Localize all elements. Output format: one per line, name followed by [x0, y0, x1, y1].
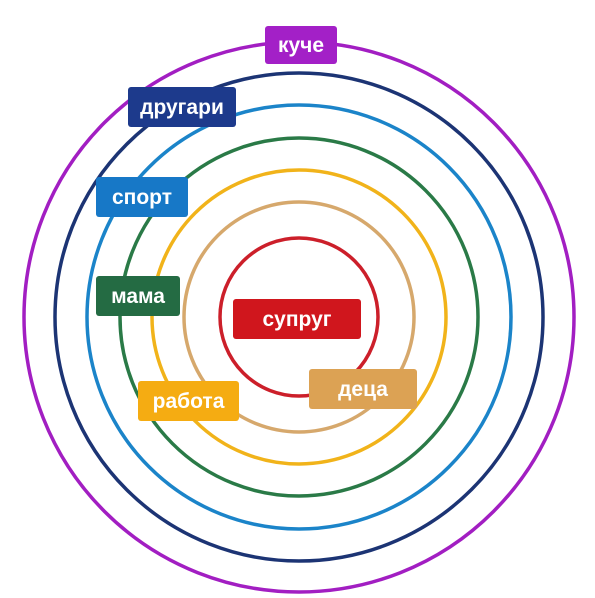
ring-label-7: куче: [265, 26, 337, 64]
ring-label-1: супруг: [233, 299, 361, 339]
ring-label-6: другари: [128, 87, 236, 127]
ring-5: [85, 103, 513, 531]
ring-label-5: спорт: [96, 177, 188, 217]
ring-1: [218, 236, 380, 398]
label-text: спорт: [112, 186, 172, 209]
label-box: [138, 381, 239, 421]
label-text: супруг: [262, 308, 331, 331]
label-box: [128, 87, 236, 127]
ring-label-4: мама: [96, 276, 180, 316]
ring-3: [150, 168, 448, 466]
ring-label-3: работа: [138, 381, 239, 421]
label-box: [265, 26, 337, 64]
label-box: [233, 299, 361, 339]
label-text: мама: [111, 285, 165, 308]
label-box: [96, 276, 180, 316]
label-text: куче: [278, 34, 324, 57]
ring-4: [118, 136, 480, 498]
ring-label-2: деца: [309, 369, 417, 409]
label-box: [309, 369, 417, 409]
ring-6: [53, 71, 545, 563]
ring-2: [182, 200, 416, 434]
label-box: [96, 177, 188, 217]
label-text: работа: [153, 390, 225, 413]
label-text: деца: [338, 378, 388, 401]
label-text: другари: [140, 96, 224, 119]
labels-layer: супруг деца работа мама спорт другари куче: [96, 26, 417, 421]
